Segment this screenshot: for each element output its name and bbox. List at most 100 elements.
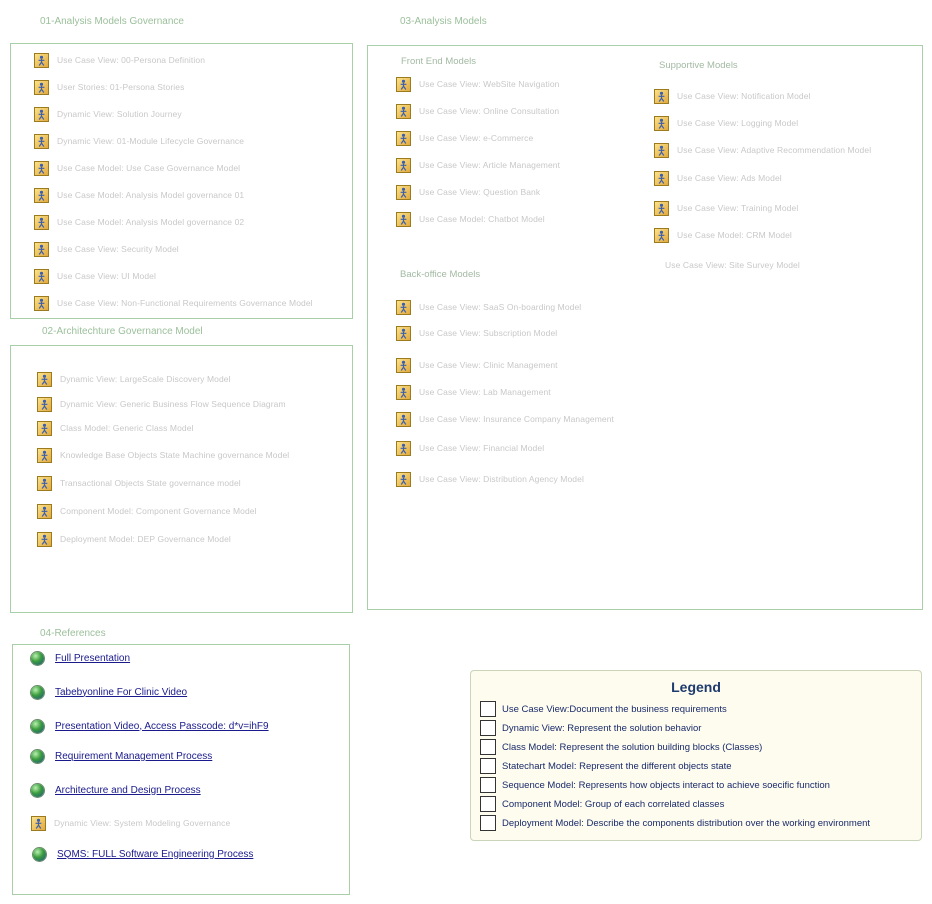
- legend-swatch: [480, 720, 496, 736]
- back-office-group-title: Back-office Models: [400, 269, 481, 280]
- legend-swatch: [480, 701, 496, 717]
- reference-link[interactable]: Full Presentation: [31, 650, 130, 666]
- architecture-panel: [10, 345, 353, 613]
- use-case-icon: [396, 103, 411, 119]
- diagram-link[interactable]: Use Case View: Financial Model: [396, 440, 544, 456]
- diagram-link[interactable]: Use Case View: Training Model: [654, 200, 798, 216]
- architecture-panel-title: 02-Architechture Governance Model: [42, 326, 203, 337]
- use-case-icon: [34, 160, 49, 176]
- globe-icon: [31, 749, 44, 763]
- legend-entry: Deployment Model: Describe the component…: [480, 814, 870, 832]
- use-case-icon: [37, 475, 52, 491]
- use-case-icon: [654, 227, 669, 243]
- diagram-link[interactable]: Knowledge Base Objects State Machine gov…: [37, 447, 289, 463]
- diagram-link[interactable]: Use Case View: Subscription Model: [396, 325, 557, 341]
- legend-entry: Statechart Model: Represent the differen…: [480, 757, 732, 775]
- diagram-link[interactable]: Use Case Model: Analysis Model governanc…: [34, 187, 244, 203]
- use-case-icon: [396, 130, 411, 146]
- use-case-icon: [654, 115, 669, 131]
- legend-swatch: [480, 796, 496, 812]
- governance-panel-title: 01-Analysis Models Governance: [40, 16, 184, 27]
- legend-entry: Component Model: Group of each correlate…: [480, 795, 724, 813]
- use-case-icon: [37, 396, 52, 412]
- diagram-link[interactable]: Use Case View: Security Model: [34, 241, 179, 257]
- use-case-icon: [396, 357, 411, 373]
- legend-entry: Dynamic View: Represent the solution beh…: [480, 719, 701, 737]
- diagram-link[interactable]: Use Case View: Non-Functional Requiremen…: [34, 295, 313, 311]
- diagram-link[interactable]: Use Case View: Question Bank: [396, 184, 540, 200]
- use-case-icon: [34, 214, 49, 230]
- analysis-panel: [367, 45, 923, 610]
- legend-swatch: [480, 758, 496, 774]
- use-case-icon: [34, 106, 49, 122]
- diagram-link[interactable]: Deployment Model: DEP Governance Model: [37, 531, 231, 547]
- diagram-link[interactable]: Dynamic View: LargeScale Discovery Model: [37, 371, 231, 387]
- globe-icon: [31, 783, 44, 797]
- analysis-panel-title: 03-Analysis Models: [400, 16, 487, 27]
- globe-icon: [33, 847, 46, 861]
- use-case-icon: [396, 384, 411, 400]
- diagram-link[interactable]: Use Case View: 00-Persona Definition: [34, 52, 205, 68]
- diagram-link[interactable]: Use Case View: Insurance Company Managem…: [396, 411, 614, 427]
- diagram-link[interactable]: Use Case View: Site Survey Model: [665, 260, 800, 270]
- diagram-link[interactable]: User Stories: 01-Persona Stories: [34, 79, 184, 95]
- reference-link[interactable]: Presentation Video, Access Passcode: d*v…: [31, 718, 269, 734]
- legend-swatch: [480, 815, 496, 831]
- diagram-link[interactable]: Use Case View: Notification Model: [654, 88, 811, 104]
- reference-link[interactable]: SQMS: FULL Software Engineering Process: [33, 846, 253, 862]
- use-case-icon: [396, 440, 411, 456]
- diagram-link[interactable]: Use Case View: WebSite Navigation: [396, 76, 559, 92]
- use-case-icon: [396, 325, 411, 341]
- legend: Legend Use Case View:Document the busine…: [470, 670, 922, 841]
- diagram-link[interactable]: Use Case View: Lab Management: [396, 384, 551, 400]
- diagram-link[interactable]: Use Case Model: Chatbot Model: [396, 211, 545, 227]
- legend-entry: Sequence Model: Represents how objects i…: [480, 776, 830, 794]
- diagram-link[interactable]: Use Case Model: CRM Model: [654, 227, 792, 243]
- diagram-link[interactable]: Transactional Objects State governance m…: [37, 475, 241, 491]
- use-case-icon: [396, 299, 411, 315]
- use-case-icon: [654, 170, 669, 186]
- use-case-icon: [34, 241, 49, 257]
- references-panel: [12, 644, 350, 895]
- diagram-link[interactable]: Dynamic View: System Modeling Governance: [31, 815, 230, 831]
- diagram-link[interactable]: Use Case View: Online Consultation: [396, 103, 559, 119]
- use-case-icon: [34, 79, 49, 95]
- use-case-icon: [396, 471, 411, 487]
- reference-link[interactable]: Requirement Management Process: [31, 748, 212, 764]
- use-case-icon: [34, 268, 49, 284]
- legend-swatch: [480, 739, 496, 755]
- use-case-icon: [37, 531, 52, 547]
- diagram-link[interactable]: Use Case View: Logging Model: [654, 115, 798, 131]
- diagram-link[interactable]: Use Case View: SaaS On-boarding Model: [396, 299, 581, 315]
- use-case-icon: [37, 371, 52, 387]
- legend-entry: Use Case View:Document the business requ…: [480, 700, 727, 718]
- governance-panel: [10, 43, 353, 319]
- use-case-icon: [34, 133, 49, 149]
- use-case-icon: [34, 187, 49, 203]
- diagram-link[interactable]: Dynamic View: Solution Journey: [34, 106, 182, 122]
- diagram-link[interactable]: Dynamic View: 01-Module Lifecycle Govern…: [34, 133, 244, 149]
- globe-icon: [31, 719, 44, 733]
- legend-entry: Class Model: Represent the solution buil…: [480, 738, 762, 756]
- references-panel-title: 04-References: [40, 628, 106, 639]
- diagram-link[interactable]: Use Case View: Clinic Management: [396, 357, 558, 373]
- use-case-icon: [396, 211, 411, 227]
- use-case-icon: [396, 76, 411, 92]
- diagram-link[interactable]: Use Case View: e-Commerce: [396, 130, 533, 146]
- diagram-link[interactable]: Use Case View: Adaptive Recommendation M…: [654, 142, 871, 158]
- diagram-link[interactable]: Use Case Model: Analysis Model governanc…: [34, 214, 244, 230]
- diagram-link[interactable]: Class Model: Generic Class Model: [37, 420, 194, 436]
- diagram-link[interactable]: Dynamic View: Generic Business Flow Sequ…: [37, 396, 286, 412]
- diagram-link[interactable]: Use Case View: Article Management: [396, 157, 560, 173]
- diagram-link[interactable]: Use Case View: Distribution Agency Model: [396, 471, 584, 487]
- globe-icon: [31, 685, 44, 699]
- reference-link[interactable]: Tabebyonline For Clinic Video: [31, 684, 187, 700]
- reference-link[interactable]: Architecture and Design Process: [31, 782, 201, 798]
- diagram-link[interactable]: Use Case Model: Use Case Governance Mode…: [34, 160, 240, 176]
- use-case-icon: [37, 447, 52, 463]
- diagram-link[interactable]: Use Case View: UI Model: [34, 268, 156, 284]
- legend-swatch: [480, 777, 496, 793]
- diagram-link[interactable]: Component Model: Component Governance Mo…: [37, 503, 257, 519]
- diagram-link[interactable]: Use Case View: Ads Model: [654, 170, 782, 186]
- supportive-group-title: Supportive Models: [659, 60, 738, 71]
